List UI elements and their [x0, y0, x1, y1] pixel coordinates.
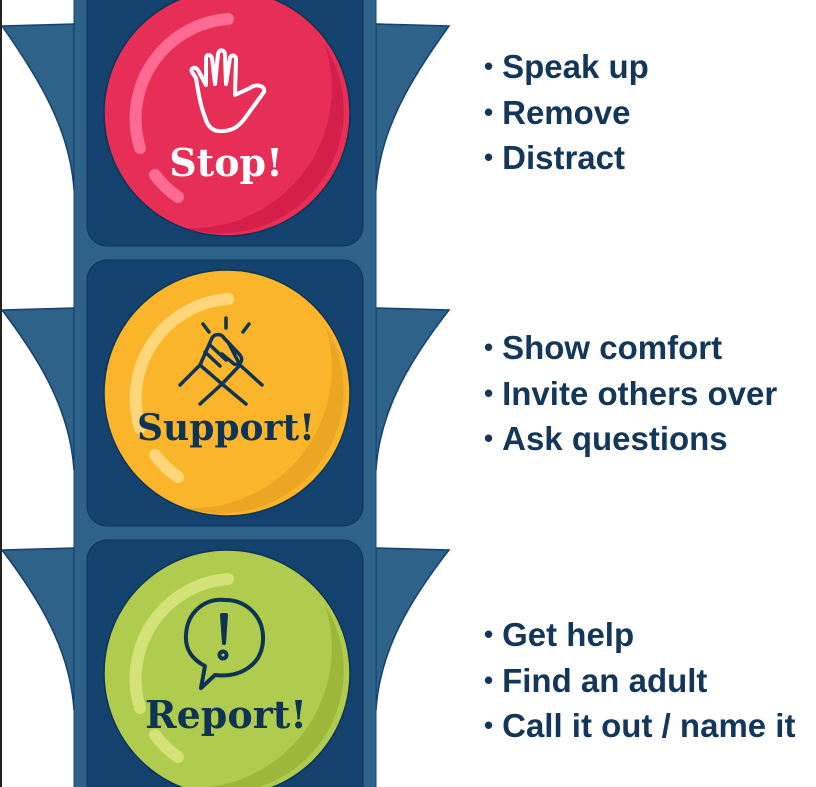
- list-item: Get help: [484, 612, 795, 658]
- light-support: Support!: [103, 269, 351, 517]
- list-item: Speak up: [484, 44, 649, 90]
- stop-hand-icon: [189, 48, 267, 134]
- stop-actions-list: Speak up Remove Distract: [484, 44, 649, 181]
- list-item: Remove: [484, 90, 649, 136]
- light-report: Report!: [103, 549, 351, 787]
- traffic-light-wings: [0, 23, 451, 711]
- light-label: Stop!: [169, 140, 283, 185]
- report-actions-list: Get help Find an adult Call it out / nam…: [484, 612, 795, 749]
- list-item: Invite others over: [484, 371, 777, 417]
- support-actions-list: Show comfort Invite others over Ask ques…: [484, 325, 777, 462]
- list-item: Call it out / name it: [484, 703, 795, 749]
- list-item: Find an adult: [484, 658, 795, 704]
- left-border: [0, 0, 2, 787]
- light-label: Support!: [137, 407, 315, 449]
- list-item: Distract: [484, 135, 649, 181]
- light-label: Report!: [145, 692, 307, 737]
- speech-bubble-exclamation-icon: [183, 597, 266, 690]
- list-item: Ask questions: [484, 416, 777, 462]
- light-stop: Stop!: [103, 0, 351, 237]
- list-item: Show comfort: [484, 325, 777, 371]
- handshake-icon: [178, 316, 264, 406]
